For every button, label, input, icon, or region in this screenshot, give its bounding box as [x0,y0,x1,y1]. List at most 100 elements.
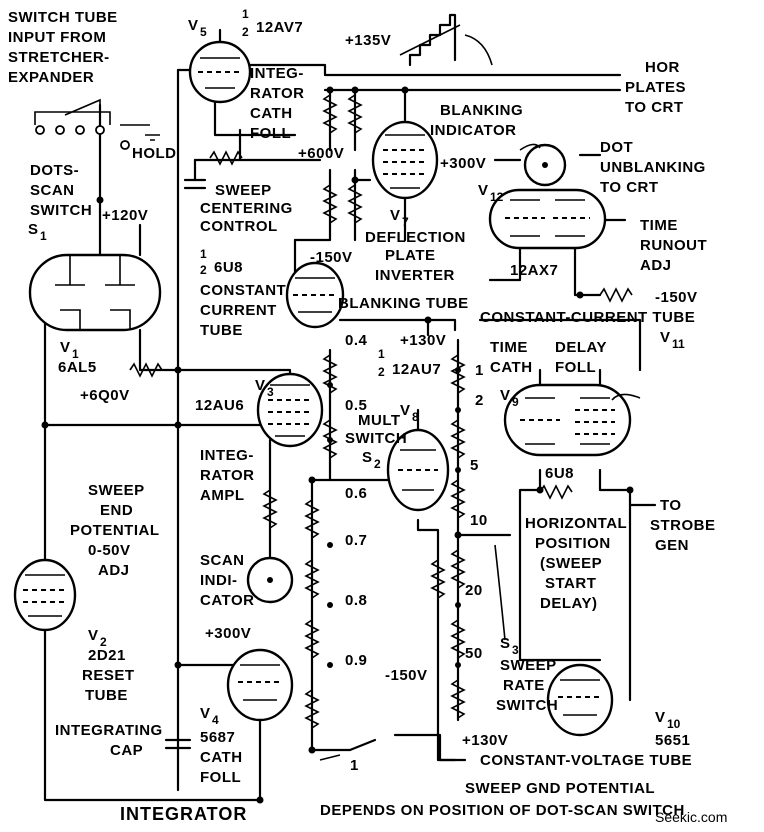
label-rate-20: 20 [465,582,483,599]
label-sweep-gnd: SWEEP GND POTENTIAL [465,780,655,797]
label-integ-cath-1: INTEG- [250,65,304,82]
label-plus135: +135V [345,32,391,49]
label-horiz-pos-3: (SWEEP [540,555,602,572]
tube-v5 [188,40,252,104]
label-integ-cap-1: INTEGRATING [55,722,163,739]
label-sweep-end-3: POTENTIAL [70,522,160,539]
label-hold: HOLD [132,145,177,162]
label-v1: V [60,339,71,356]
label-dot-unblank-3: TO CRT [600,179,659,196]
label-v1-sub: 1 [72,347,79,361]
label-v4-type: 5687 [200,729,235,746]
label-const-current-type: 6U8 [214,259,243,276]
label-v7-sub: 7 [402,215,409,229]
label-const-voltage-tube: CONSTANT-VOLTAGE TUBE [480,752,692,769]
label-cath-foll-1: CATH [200,749,243,766]
label-rate-2: 2 [475,392,484,409]
label-v11: V [660,329,671,346]
label-s3-sub: 3 [512,643,519,657]
label-reset-tube-2: TUBE [85,687,128,704]
label-horiz-pos-1: HORIZONTAL [525,515,627,532]
label-defl-3: INVERTER [375,267,455,284]
arrows [319,143,641,761]
labels: SWITCH TUBE INPUT FROM STRETCHER- EXPAND… [8,7,727,825]
label-s2: S [362,449,373,466]
label-u8-right: 6U8 [545,465,574,482]
label-v8-den: 2 [378,365,385,379]
label-v9-sub: 9 [512,395,519,409]
label-one-small: 1 [350,757,359,774]
label-v8-type: 12AU7 [392,361,441,378]
label-pos-04: 0.4 [345,332,368,349]
step-waveform-icon [399,13,493,67]
label-switch-tube-2: INPUT FROM [8,29,106,46]
label-integ-cath-2: RATOR [250,85,304,102]
label-plus300-mid: +300V [205,625,251,642]
switch-s1 [34,98,160,150]
label-v12-sub: 12 [490,190,504,204]
tube-v1 [28,253,162,332]
tube-v4 [226,648,294,722]
label-rate-5: 5 [470,457,479,474]
label-mult-switch-2: SWITCH [345,430,407,447]
label-integrator: INTEGRATOR [120,804,247,824]
label-hor-plates-3: TO CRT [625,99,684,116]
tube-v12 [488,188,607,250]
label-v5-type: 12AV7 [256,19,303,36]
label-integ-ampl-3: AMPL [200,487,245,504]
label-const-current-2: CURRENT [200,302,277,319]
label-v5: V [188,17,199,34]
label-v10: V [655,709,666,726]
label-sweep-rate-2: RATE [503,677,545,694]
label-plus120: +120V [102,207,148,224]
label-horiz-pos-5: DELAY) [540,595,597,612]
label-pos-09: 0.9 [345,652,367,669]
label-v4: V [200,705,211,722]
junctions [41,86,634,804]
label-sweep-end-1: SWEEP [88,482,145,499]
label-time-runout-2: RUNOUT [640,237,707,254]
label-sweep-center-1: SWEEP [215,182,272,199]
label-sweep-center-3: CONTROL [200,218,278,235]
label-v9: V [500,387,511,404]
label-v7: V [390,207,401,224]
label-v10-type: 5651 [655,732,690,749]
label-plus600-left: +6Q0V [80,387,130,404]
label-v2-sub: 2 [100,635,107,649]
label-dot-unblank-1: DOT [600,139,633,156]
label-const-current-1: CONSTANT [200,282,286,299]
label-half-den: 2 [200,263,207,277]
label-blanking-ind-1: BLANKING [440,102,523,119]
label-v2-type: 2D21 [88,647,126,664]
label-rate-10: 10 [470,512,488,529]
label-switch-tube-1: SWITCH TUBE [8,9,118,26]
label-horiz-pos-4: START [545,575,596,592]
label-v2: V [88,627,99,644]
label-time-delay-3: CATH [490,359,533,376]
label-minus150-b: -150V [655,289,698,306]
label-s1-sub: 1 [40,229,47,243]
label-time-runout-3: ADJ [640,257,672,274]
label-defl-2: PLATE [385,247,436,264]
label-pos-07: 0.7 [345,532,367,549]
tube-v2 [13,558,77,632]
label-integ-cath-4: FOLL [250,125,291,142]
label-pos-08: 0.8 [345,592,367,609]
label-to-strobe-2: STROBE [650,517,716,534]
watermark-text: Seekic.com [655,809,727,825]
label-v5-frac: 1 [242,7,249,21]
label-v5-sub: 5 [200,25,207,39]
label-v12-type: 12AX7 [510,262,558,279]
label-switch-tube-4: EXPANDER [8,69,94,86]
tube-v3 [256,372,324,448]
label-plus600-mid: +600V [298,145,344,162]
label-rate-50: 50 [465,645,483,662]
label-half: 1 [200,247,207,261]
label-integ-cap-2: CAP [110,742,143,759]
label-s3: S [500,635,511,652]
label-blanking-tube: BLANKING TUBE [338,295,469,312]
label-time-delay-2: DELAY [555,339,607,356]
label-reset-tube-1: RESET [82,667,135,684]
label-rate-1: 1 [475,362,484,379]
label-dots-2: SCAN [30,182,75,199]
